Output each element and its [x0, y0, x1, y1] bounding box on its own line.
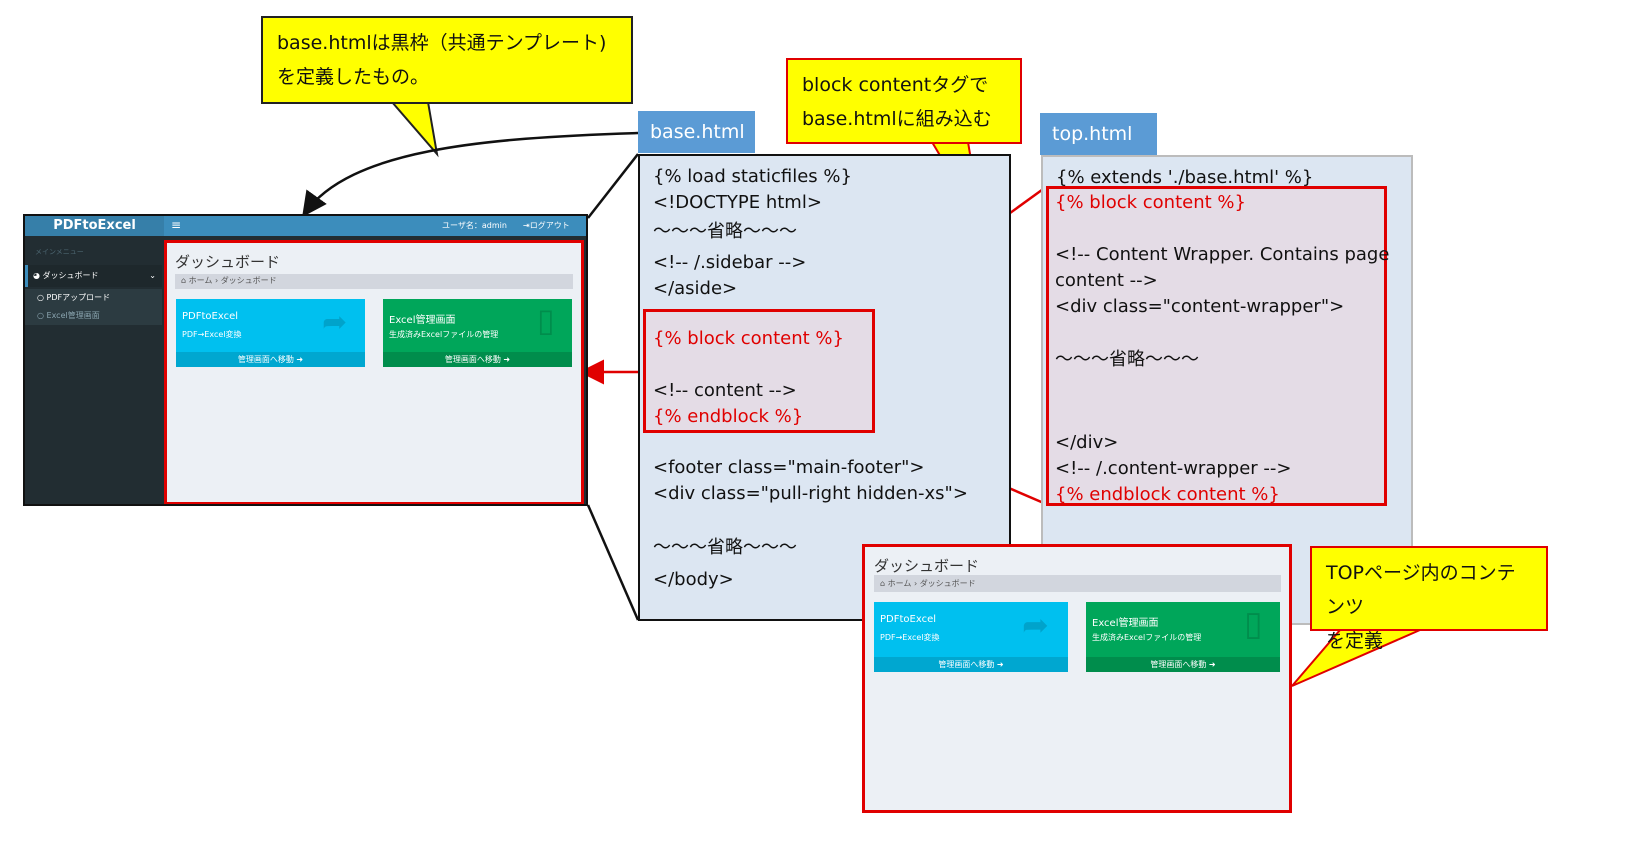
code-line: 〜〜〜省略〜〜〜 [1055, 349, 1199, 370]
tile-title: PDFtoExcel [182, 311, 239, 322]
admin-screenshot: PDFtoExcel ≡ ユーザ名：admin ⇥ログアウト メインメニュー ◕… [23, 214, 588, 506]
callout-top-content: TOPページ内のコンテンツ を定義 [1310, 546, 1548, 652]
file-icon: ▯ [537, 301, 555, 339]
arrow-base-to-ui [302, 131, 639, 218]
tile-pdftoexcel[interactable]: PDFtoExcel PDF→Excel変換 ➦ 管理画面へ移動 ➜ [176, 299, 365, 367]
block-tag: {% block content %} [1055, 192, 1246, 213]
callout-text-line1: block contentタグで [802, 74, 989, 96]
circle-icon: ○ [37, 293, 44, 302]
tile-link[interactable]: 管理画面へ移動 ➜ [176, 352, 365, 367]
callout-text-line2: base.htmlに組み込む [802, 108, 992, 130]
breadcrumb-separator: › [913, 579, 918, 588]
logout-label: ログアウト [529, 221, 570, 230]
tile-link[interactable]: 管理画面へ移動 ➜ [383, 352, 572, 367]
code-line: <!-- Content Wrapper. Contains page [1055, 244, 1390, 265]
user-name: ユーザ名：admin [442, 221, 507, 230]
logo[interactable]: PDFtoExcel [25, 216, 164, 236]
tile-subtitle: 生成済みExcelファイルの管理 [389, 330, 499, 339]
callout-pointer-base [389, 101, 439, 158]
tile-link[interactable]: 管理画面へ移動 ➜ [874, 657, 1068, 672]
breadcrumb-home[interactable]: ホーム [887, 579, 912, 588]
breadcrumb: ⌂ ホーム › ダッシュボード [175, 274, 573, 289]
content-area: ダッシュボード ⌂ ホーム › ダッシュボード PDFtoExcel PDF→E… [164, 240, 584, 504]
code-line: 〜〜〜省略〜〜〜 [653, 537, 797, 558]
callout-text-line2: を定義したもの。 [277, 66, 430, 88]
code-line: <!-- /.content-wrapper --> [1055, 458, 1292, 479]
tile-link-label: 管理画面へ移動 [237, 355, 294, 364]
tile-subtitle: PDF→Excel変換 [880, 633, 940, 642]
code-line: </div> [1055, 432, 1119, 453]
code-line: <!-- content --> [653, 380, 797, 401]
tile-link-label: 管理画面へ移動 [938, 660, 995, 669]
callout-block-content: block contentタグで base.htmlに組み込む [786, 58, 1022, 144]
chevron-down-icon: ⌄ [149, 271, 156, 280]
tile-title: Excel管理画面 [1092, 618, 1159, 629]
sidebar-item-dashboard[interactable]: ◕ ダッシュボード ⌄ [25, 265, 162, 287]
top-html-tab: top.html [1040, 113, 1157, 155]
tile-link-label: 管理画面へ移動 [444, 355, 501, 364]
code-line: 〜〜〜省略〜〜〜 [653, 221, 797, 242]
code-line: <!DOCTYPE html> [653, 192, 822, 213]
code-line: content --> [1055, 270, 1158, 291]
logout-link[interactable]: ⇥ログアウト [523, 220, 570, 231]
share-arrow-icon: ➦ [322, 305, 348, 340]
tile-pdftoexcel[interactable]: PDFtoExcel PDF→Excel変換 ➦ 管理画面へ移動 ➜ [874, 602, 1068, 672]
breadcrumb-home[interactable]: ホーム [188, 276, 213, 285]
breadcrumb-separator: › [214, 276, 219, 285]
sidebar-subitem-label[interactable]: ○ PDFアップロード [37, 292, 110, 303]
callout-text-line1: base.htmlは黒枠（共通テンプレート) [277, 32, 607, 54]
breadcrumb-current: ダッシュボード [919, 579, 976, 588]
home-icon: ⌂ [181, 276, 187, 285]
tile-link[interactable]: 管理画面へ移動 ➜ [1086, 657, 1280, 672]
code-line: {% extends './base.html' %} [1056, 167, 1314, 188]
arrow-circle-right-icon: ➜ [296, 355, 304, 364]
base-block-content-box: {% block content %} <!-- content --> {% … [643, 309, 875, 433]
hamburger-icon[interactable]: ≡ [171, 218, 182, 232]
share-arrow-icon: ➦ [1022, 606, 1049, 644]
sidebar-subitem-pdf-upload[interactable] [25, 289, 162, 325]
code-line: </aside> [653, 278, 738, 299]
arrow-circle-right-icon: ➜ [503, 355, 511, 364]
tile-title: PDFtoExcel [880, 614, 937, 625]
block-tag: {% block content %} [653, 328, 844, 349]
callout-text-line1: TOPページ内のコンテンツ [1326, 562, 1516, 618]
sidebar-header: メインメニュー [35, 248, 84, 256]
tile-link-label: 管理画面へ移動 [1150, 660, 1207, 669]
code-line: <!-- /.sidebar --> [653, 252, 807, 273]
tile-excel-manager[interactable]: Excel管理画面 生成済みExcelファイルの管理 ▯ 管理画面へ移動 ➜ [1086, 602, 1280, 672]
home-icon: ⌂ [880, 579, 886, 588]
arrow-circle-right-icon: ➜ [1208, 660, 1216, 669]
tile-subtitle: PDF→Excel変換 [182, 330, 242, 339]
tile-title: Excel管理画面 [389, 315, 456, 326]
dashboard-icon: ◕ [33, 271, 40, 280]
breadcrumb: ⌂ ホーム › ダッシュボード [874, 575, 1281, 592]
code-line: {% load staticfiles %} [653, 166, 852, 187]
tile-excel-manager[interactable]: Excel管理画面 生成済みExcelファイルの管理 ▯ 管理画面へ移動 ➜ [383, 299, 572, 367]
sidebar-subitem-excel[interactable]: ○ Excel管理画面 [37, 310, 100, 321]
code-line: </body> [653, 569, 734, 590]
tile-subtitle: 生成済みExcelファイルの管理 [1092, 633, 1202, 642]
code-line: <footer class="main-footer"> [653, 457, 925, 478]
top-block-content-box: {% block content %} <!-- Content Wrapper… [1046, 186, 1390, 506]
circle-icon: ○ [37, 311, 44, 320]
file-icon: ▯ [1244, 604, 1263, 644]
top-navbar [25, 216, 586, 236]
arrow-circle-right-icon: ➜ [996, 660, 1004, 669]
code-line: <div class="pull-right hidden-xs"> [653, 483, 968, 504]
callout-base-description: base.htmlは黒枠（共通テンプレート) を定義したもの。 [261, 16, 633, 104]
sidebar-item-label: ダッシュボード [42, 271, 99, 280]
callout-text-line2: を定義 [1326, 630, 1384, 652]
code-line: <div class="content-wrapper"> [1055, 296, 1345, 317]
breadcrumb-current: ダッシュボード [220, 276, 277, 285]
sidebar-subitem-text: Excel管理画面 [46, 311, 100, 320]
endblock-tag: {% endblock content %} [1055, 484, 1280, 505]
endblock-tag: {% endblock %} [653, 406, 804, 427]
page-title: ダッシュボード [175, 253, 281, 271]
dashboard-detail: ダッシュボード ⌂ ホーム › ダッシュボード PDFtoExcel PDF→E… [862, 544, 1292, 813]
logout-icon: ⇥ [523, 221, 530, 230]
sidebar-subitem-text: PDFアップロード [46, 293, 111, 302]
base-html-tab: base.html [638, 111, 755, 153]
page-title: ダッシュボード [874, 557, 980, 575]
